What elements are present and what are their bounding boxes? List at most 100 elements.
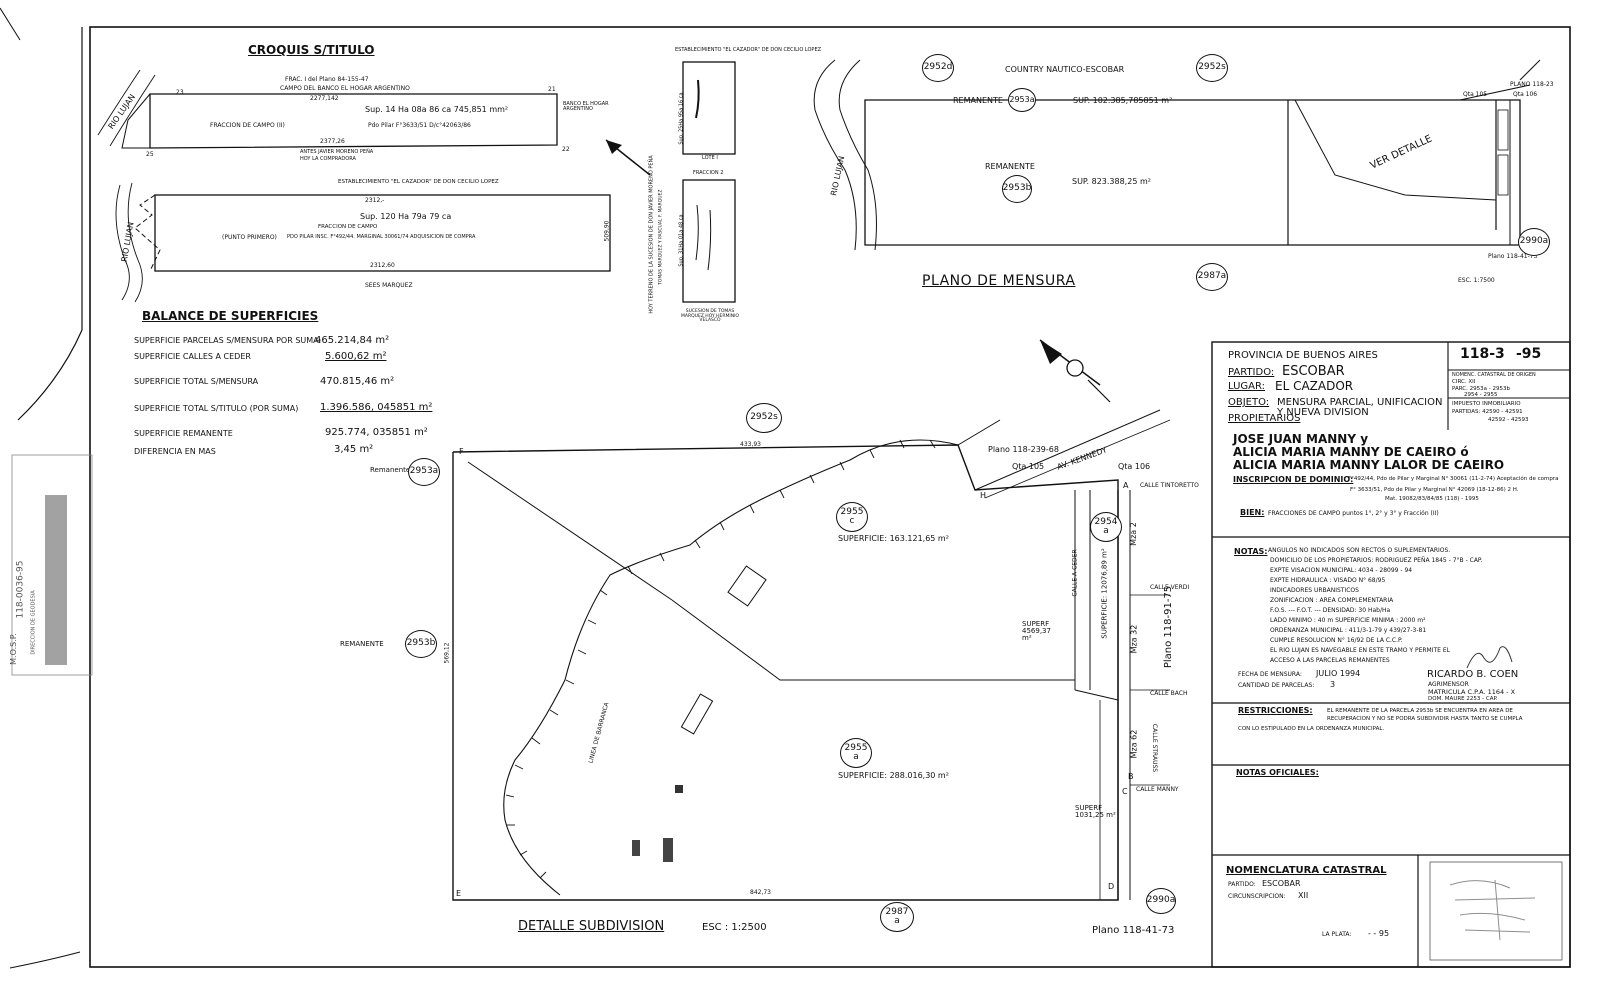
mensura-esc: ESC. 1:7500 xyxy=(1458,277,1495,284)
parcel-2953a-mensura-label: 2953a xyxy=(1009,94,1035,104)
detalle-title: DETALLE SUBDIVISION xyxy=(518,919,665,934)
detalle-mza2: Mza 2 xyxy=(1128,522,1138,546)
info-partido-label: PARTIDO: xyxy=(1228,367,1275,378)
nomenclatura-la-plata-value: - - 95 xyxy=(1368,929,1390,938)
notas-line-6: ZONIFICACION : AREA COMPLEMENTARIA xyxy=(1270,597,1394,604)
sketch-tomas: TOMAS MARQUEZ Y PASCUAL F. MARQUEZ xyxy=(658,189,664,285)
info-propietarios: PROPIETARIOS xyxy=(1228,413,1301,424)
balance-title: BALANCE DE SUPERFICIES xyxy=(142,309,319,323)
detalle-sup-c: SUPERFICIE: 163.121,65 m² xyxy=(838,534,949,543)
detalle-remanente-a: Remanente xyxy=(370,466,411,474)
info-objeto-label: OBJETO: xyxy=(1228,397,1270,408)
mensura-qta105: Qta 105 xyxy=(1463,91,1488,98)
balance-row-4-value: 1.396.586, 045851 m² xyxy=(320,402,433,413)
info-panel-frame xyxy=(1211,341,1571,968)
balance-row-6-value: 3,45 m² xyxy=(334,444,374,455)
parcel-2987a-mensura-badge: 2987a xyxy=(1196,263,1228,291)
croquis-banco: BANCO EL HOGAR ARGENTINO xyxy=(563,101,609,112)
notas-line-1: ANGULOS NO INDICADOS SON RECTOS O SUPLEM… xyxy=(1268,547,1451,554)
mensura-title: PLANO DE MENSURA xyxy=(922,273,1076,289)
info-inscripcion: F°492/44, Pdo de Pilar y Marginal N° 300… xyxy=(1348,476,1559,482)
notas-domicilio: DOM. MAURE 2253 - CAP. xyxy=(1428,696,1498,702)
detalle-point-h: H xyxy=(980,491,987,500)
info-parc: PARC. 2953a - 2953b xyxy=(1452,386,1510,392)
info-inscripcion-3: Mat. 19082/83/84/85 (118) - 1995 xyxy=(1385,496,1479,502)
balance-row-5-value: 925.774, 035851 m² xyxy=(325,427,428,438)
mensura-remanente: REMANENTE xyxy=(985,162,1035,171)
croquis-sucesion: HOY TERRENO DE LA SUCESION DE DON JAVIER… xyxy=(648,155,655,314)
croquis-antes: ANTES JAVIER MORENO PEÑA xyxy=(300,149,374,155)
mensura-plano: PLANO 118-23 xyxy=(1510,81,1554,88)
nomenclatura-partido: ESCOBAR xyxy=(1262,879,1301,888)
sketch-sup2: Sup. 31Ha 01a 48 ca xyxy=(678,214,685,267)
detalle-dim-top: 433,93 xyxy=(740,441,761,448)
nomenclatura-la-plata-label: LA PLATA: xyxy=(1322,931,1352,938)
parcel-2990a-detalle-badge: 2990a xyxy=(1146,888,1176,914)
detalle-sup-2954: SUPERFICIE: 12076,89 m² xyxy=(1100,548,1109,639)
croquis-campo-banco: CAMPO DEL BANCO EL HOGAR ARGENTINO xyxy=(280,85,410,92)
nomenclatura-circ-label: CIRCUNSCRIPCION: xyxy=(1228,893,1286,900)
notas-title: NOTAS: xyxy=(1234,547,1268,556)
mensura-plano-bottom: Plano 118-41-73 xyxy=(1488,253,1538,260)
croquis-fraction-i xyxy=(115,182,611,303)
mensura-remanente-top: REMANENTE xyxy=(953,96,1003,105)
croquis-pdo-pilar2: PDO PILAR INSC. F°492/44. MARGINAL 30061… xyxy=(287,234,476,240)
notas-fecha-label: FECHA DE MENSURA: xyxy=(1238,671,1302,678)
notas-line-7: F.O.S. --- F.O.T. --- DENSIDAD: 30 Hab/H… xyxy=(1270,607,1391,614)
side-stamp-mosp: M.O.S.P. xyxy=(8,633,18,665)
detalle-sup-a: SUPERFICIE: 288.016,30 m² xyxy=(838,771,949,780)
parcel-2953a-detalle-badge: 2953a xyxy=(408,458,440,486)
detalle-calle-strauss: CALLE STRAUSS xyxy=(1151,723,1159,773)
croquis-punto-primero: (PUNTO PRIMERO) xyxy=(222,234,277,241)
balance-row-3-value: 470.815,46 m² xyxy=(320,376,395,387)
info-inscripcion-label: INSCRIPCION DE DOMINIO: xyxy=(1233,475,1354,484)
mensura-plan xyxy=(813,59,1541,251)
detalle-calle-tintoretto: CALLE TINTORETTO xyxy=(1140,482,1199,489)
corner-mark-bottom xyxy=(9,951,81,969)
detalle-dim-bottom: 842,73 xyxy=(750,889,771,896)
notas-agrimensor-title: AGRIMENSOR xyxy=(1428,681,1469,688)
north-arrow-croquis xyxy=(605,139,651,176)
sheet-border xyxy=(89,26,1571,968)
detalle-mza62: Mza 62 xyxy=(1129,729,1139,759)
info-provincia: PROVINCIA DE BUENOS AIRES xyxy=(1228,350,1378,361)
balance-row-1-value: 465.214,84 m² xyxy=(315,335,390,346)
parcel-2952s-detalle-label: 2952s xyxy=(750,412,778,423)
balance-row-2-label: SUPERFICIE CALLES A CEDER xyxy=(134,352,251,361)
subdivision-plan xyxy=(452,409,1171,901)
detalle-dim-left: 569,12 xyxy=(443,642,451,664)
mensura-qta106: Qta 106 xyxy=(1513,91,1538,98)
restricciones-line-3: CON LO ESTIPULADO EN LA ORDENANZA MUNICI… xyxy=(1238,726,1385,732)
croquis-title: CROQUIS S/TITULO xyxy=(248,43,375,57)
notas-fecha: JULIO 1994 xyxy=(1316,669,1361,678)
croquis-vertex-25: 25 xyxy=(146,151,154,158)
info-bien-label: BIEN: xyxy=(1240,508,1265,517)
croquis-seez: SEES MARQUEZ xyxy=(365,282,413,289)
balance-row-1-label: SUPERFICIE PARCELAS S/MENSURA POR SUMA: xyxy=(134,336,322,345)
sketch-strips xyxy=(682,61,736,303)
parcel-2953b-mensura-badge: 2953b xyxy=(1002,175,1032,203)
info-impuesto: IMPUESTO INMOBILIARIO xyxy=(1452,401,1521,407)
side-stamp-barcode xyxy=(45,495,67,665)
detalle-esc: ESC : 1:2500 xyxy=(702,922,767,933)
detalle-plano-bottom: Plano 118-41-73 xyxy=(1092,925,1175,936)
notas-line-12: ACCESO A LAS PARCELAS REMANENTES xyxy=(1270,657,1390,664)
croquis-hoy: HOY LA COMPRADORA xyxy=(300,156,356,162)
fold-line xyxy=(17,27,83,421)
detalle-calle-bach: CALLE BACH xyxy=(1150,690,1188,697)
parcel-2990a-mensura-badge: 2990a xyxy=(1518,228,1550,256)
parcel-2990a-detalle-label: 2990a xyxy=(1146,895,1176,906)
sketch-establecimiento: ESTABLECIMIENTO "EL CAZADOR" DE DON CECI… xyxy=(675,47,822,53)
croquis-dim-2312: 2312,- xyxy=(365,197,385,204)
nomenclatura-title: NOMENCLATURA CATASTRAL xyxy=(1226,865,1387,876)
notas-cantidad: 3 xyxy=(1330,680,1336,689)
balance-row-4-label: SUPERFICIE TOTAL S/TITULO (POR SUMA) xyxy=(134,404,299,413)
sketch-sucesion: SUCESION DE TOMAS MARQUEZ HOY HERMINIO V… xyxy=(681,309,739,323)
mensura-sup-rem: SUP. 823.388,25 m² xyxy=(1072,177,1151,186)
info-objeto: MENSURA PARCIAL, UNIFICACION Y NUEVA DIV… xyxy=(1277,397,1443,418)
parcel-2952s-detalle-badge: 2952s xyxy=(746,403,782,433)
